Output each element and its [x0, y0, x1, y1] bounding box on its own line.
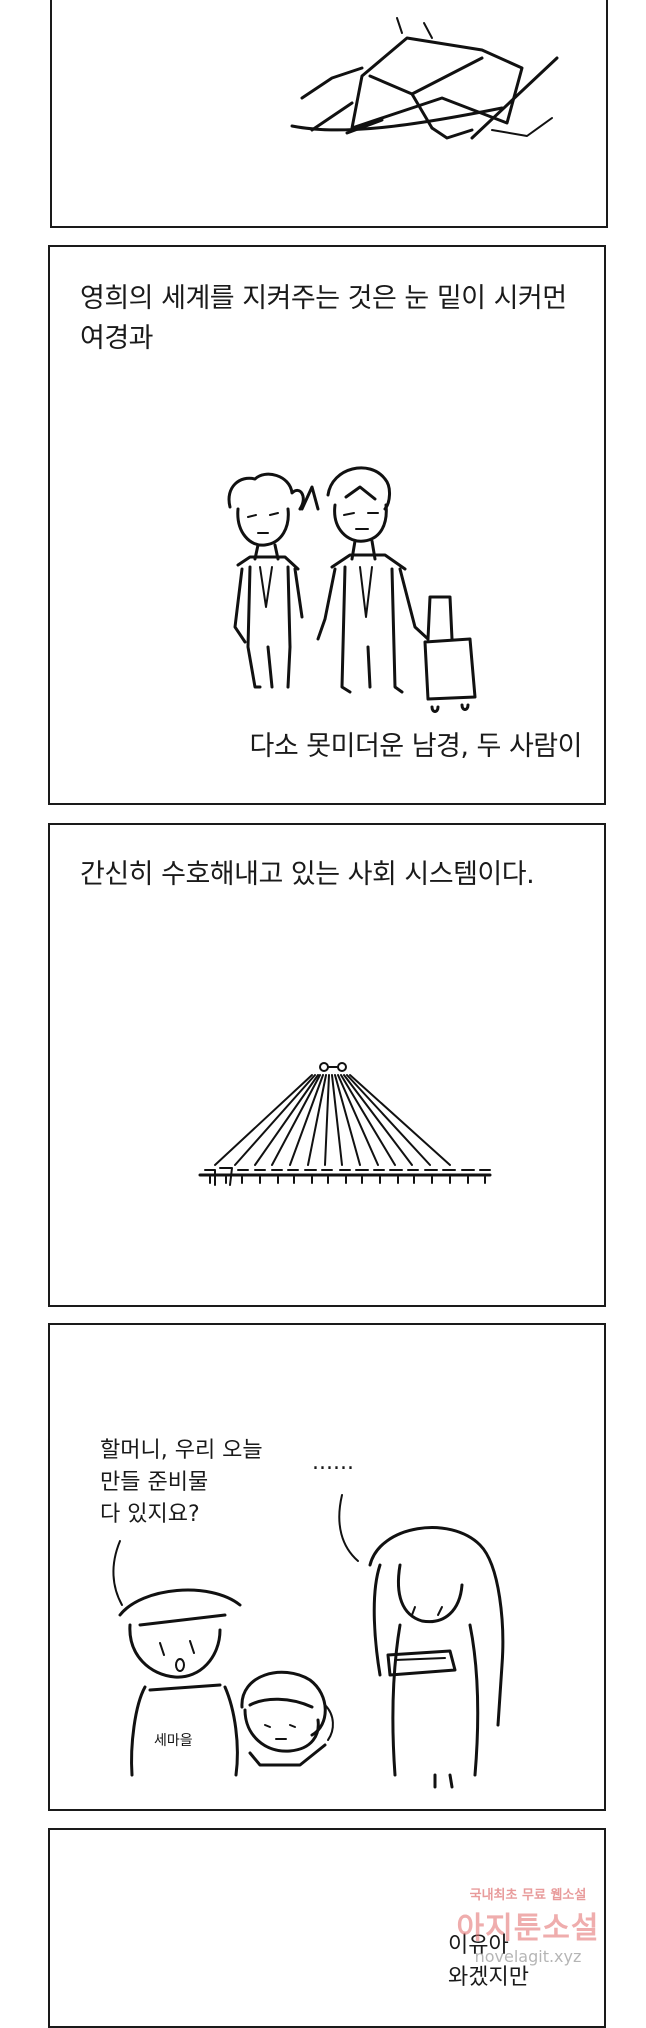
woman-figure: [368, 1526, 505, 1789]
comic-panel-4: 할머니, 우리 오늘 만들 준비물 다 있지요? ...... 세마을: [48, 1323, 606, 1811]
older-child-figure: [118, 1588, 242, 1777]
comic-panel-5: 이유아 와겠지만: [48, 1828, 606, 2028]
people-row: [198, 1167, 492, 1186]
woman-speech-text: ......: [312, 1450, 354, 1475]
shirt-text: 세마을: [154, 1733, 193, 1749]
social-system-hierarchy-drawing: [198, 1062, 492, 1186]
male-officer-figure: [316, 466, 430, 694]
top-node: [319, 1062, 347, 1072]
comic-panel-3: 간신히 수호해내고 있는 사회 시스템이다.: [48, 823, 606, 1307]
radiating-lines: [214, 1074, 451, 1166]
narration-caption-bottom: 다소 못미더운 남경, 두 사람이: [249, 731, 583, 762]
children-and-woman-drawing: 세마을: [112, 1494, 505, 1789]
watermark-url: novelagit.xyz: [474, 1947, 582, 1966]
narration-caption: 간신히 수호해내고 있는 사회 시스템이다.: [80, 859, 535, 890]
partial-speech-text: 이유아 와겠지만: [448, 1933, 529, 1990]
site-watermark: 국내최초 무료 웹소설 아지툰소설 novelagit.xyz: [438, 1884, 618, 1966]
female-officer-figure: [227, 472, 320, 689]
watermark-tagline: 국내최초 무료 웹소설: [469, 1888, 587, 1903]
narration-caption: 영희의 세계를 지켜주는 것은 눈 밑이 시커먼 여경과: [80, 283, 567, 354]
fallen-box-drawing: [290, 17, 559, 140]
watermark-logo-text: 아지툰소설: [456, 1911, 600, 1946]
younger-child-figure: [240, 1670, 334, 1767]
two-police-officers-drawing: [227, 466, 477, 713]
comic-panel-2: 영희의 세계를 지켜주는 것은 눈 밑이 시커먼 여경과: [48, 245, 606, 805]
comic-panel-1: [50, 0, 608, 228]
child-speech-text: 할머니, 우리 오늘 만들 준비물 다 있지요?: [100, 1438, 263, 1527]
rolling-suitcase: [423, 595, 477, 713]
